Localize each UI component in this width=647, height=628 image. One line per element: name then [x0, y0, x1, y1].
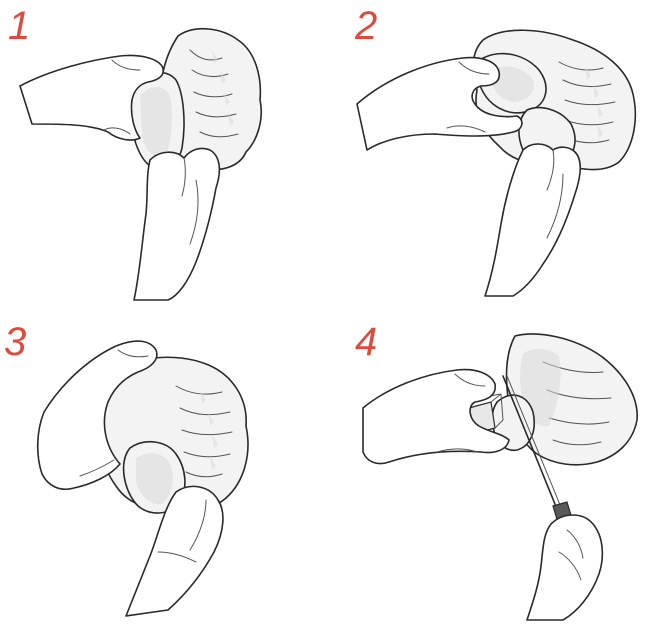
step-4-illustration — [327, 316, 647, 626]
step-1-panel: 1 — [0, 0, 320, 310]
step-3-illustration — [0, 316, 320, 626]
step-2-illustration — [327, 0, 647, 310]
step-2-panel: 2 — [327, 0, 647, 310]
step-3-panel: 3 — [0, 316, 320, 626]
step-1-illustration — [0, 0, 320, 310]
step-4-panel: 4 — [327, 316, 647, 626]
